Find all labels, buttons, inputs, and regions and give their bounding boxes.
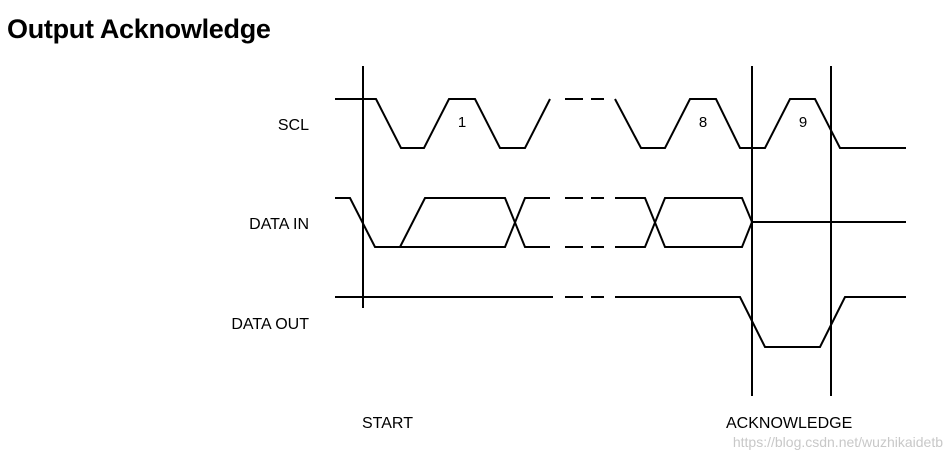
data-out-waveform xyxy=(335,296,906,348)
data-in-label: DATA IN xyxy=(249,216,309,233)
acknowledge-label: ACKNOWLEDGE xyxy=(726,415,852,432)
data-in-waveform xyxy=(335,197,906,248)
start-label: START xyxy=(362,415,413,432)
scl-waveform xyxy=(335,98,906,149)
scl-label: SCL xyxy=(278,117,309,134)
diagram-title: Output Acknowledge xyxy=(7,14,271,44)
pulse-1-label: 1 xyxy=(458,114,466,131)
pulse-9-label: 9 xyxy=(799,114,807,131)
pulse-8-label: 8 xyxy=(699,114,707,131)
watermark-text: https://blog.csdn.net/wuzhikaidetb xyxy=(732,434,943,450)
data-out-label: DATA OUT xyxy=(231,316,309,333)
